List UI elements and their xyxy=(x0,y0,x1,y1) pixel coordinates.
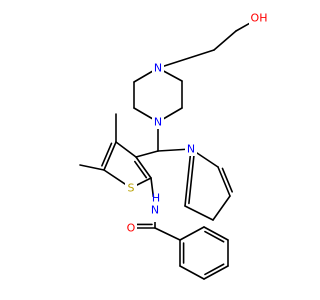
molecule-structure: OH N N N S N H O xyxy=(79,11,269,280)
pyridine-n-label-bg xyxy=(185,142,197,156)
bond-C1-C2 xyxy=(213,30,237,51)
bond-b5-b6 xyxy=(179,265,205,280)
bond-pyC4-pyC5 xyxy=(212,195,231,221)
double-bond-t4-t5 xyxy=(101,142,113,167)
bond-Cc-b1 xyxy=(154,227,181,241)
thiophene-sulfur-label: S xyxy=(128,182,135,195)
piperazine-n-bottom-label: N xyxy=(154,116,162,129)
amide-hydrogen-label: H xyxy=(152,192,160,205)
double-bond-b2-b3 xyxy=(204,230,225,243)
thiophene-s-label-bg xyxy=(125,181,137,195)
piperazine-n-top-label: N xyxy=(154,62,162,75)
bond-pyC6-pyN xyxy=(184,148,192,207)
piperazine-n-bottom-label-bg xyxy=(152,115,164,129)
atom-label-layer: OH N N N S N H O xyxy=(125,11,269,235)
bond-layer xyxy=(79,17,260,280)
double-bond-b4-b5 xyxy=(204,263,225,276)
bond-t4-t5 xyxy=(103,141,117,171)
hydroxyl-label-bg xyxy=(249,11,269,25)
double-bond-pyN-pyC6 xyxy=(188,151,196,205)
pyridine-nitrogen-label: N xyxy=(187,143,195,156)
bond-b1-b2 xyxy=(179,226,205,241)
bond-pyC3-pyC4 xyxy=(217,166,231,197)
double-bond-pyC3-pyC4 xyxy=(221,167,233,193)
piperazine-n-top-label-bg xyxy=(152,61,164,75)
bond-C2-Nt xyxy=(157,49,215,69)
double-bond-t3-t2 xyxy=(134,160,148,179)
bond-b4-b5 xyxy=(203,265,229,280)
carbonyl-o-label-bg xyxy=(125,221,137,235)
amide-nh-label-bg xyxy=(145,197,165,222)
bond-t5-Me5 xyxy=(79,164,105,171)
bond-b2-b3 xyxy=(203,226,229,241)
bond-Cm-t3 xyxy=(135,150,159,158)
bond-t2-t3 xyxy=(135,156,152,179)
bond-pyC5-pyC6 xyxy=(184,205,214,221)
bond-t3-t4 xyxy=(115,141,137,158)
amide-nitrogen-label: N xyxy=(151,204,159,217)
hydroxyl-oxygen-label: OH xyxy=(251,12,268,25)
carbonyl-oxygen-label: O xyxy=(127,222,136,235)
